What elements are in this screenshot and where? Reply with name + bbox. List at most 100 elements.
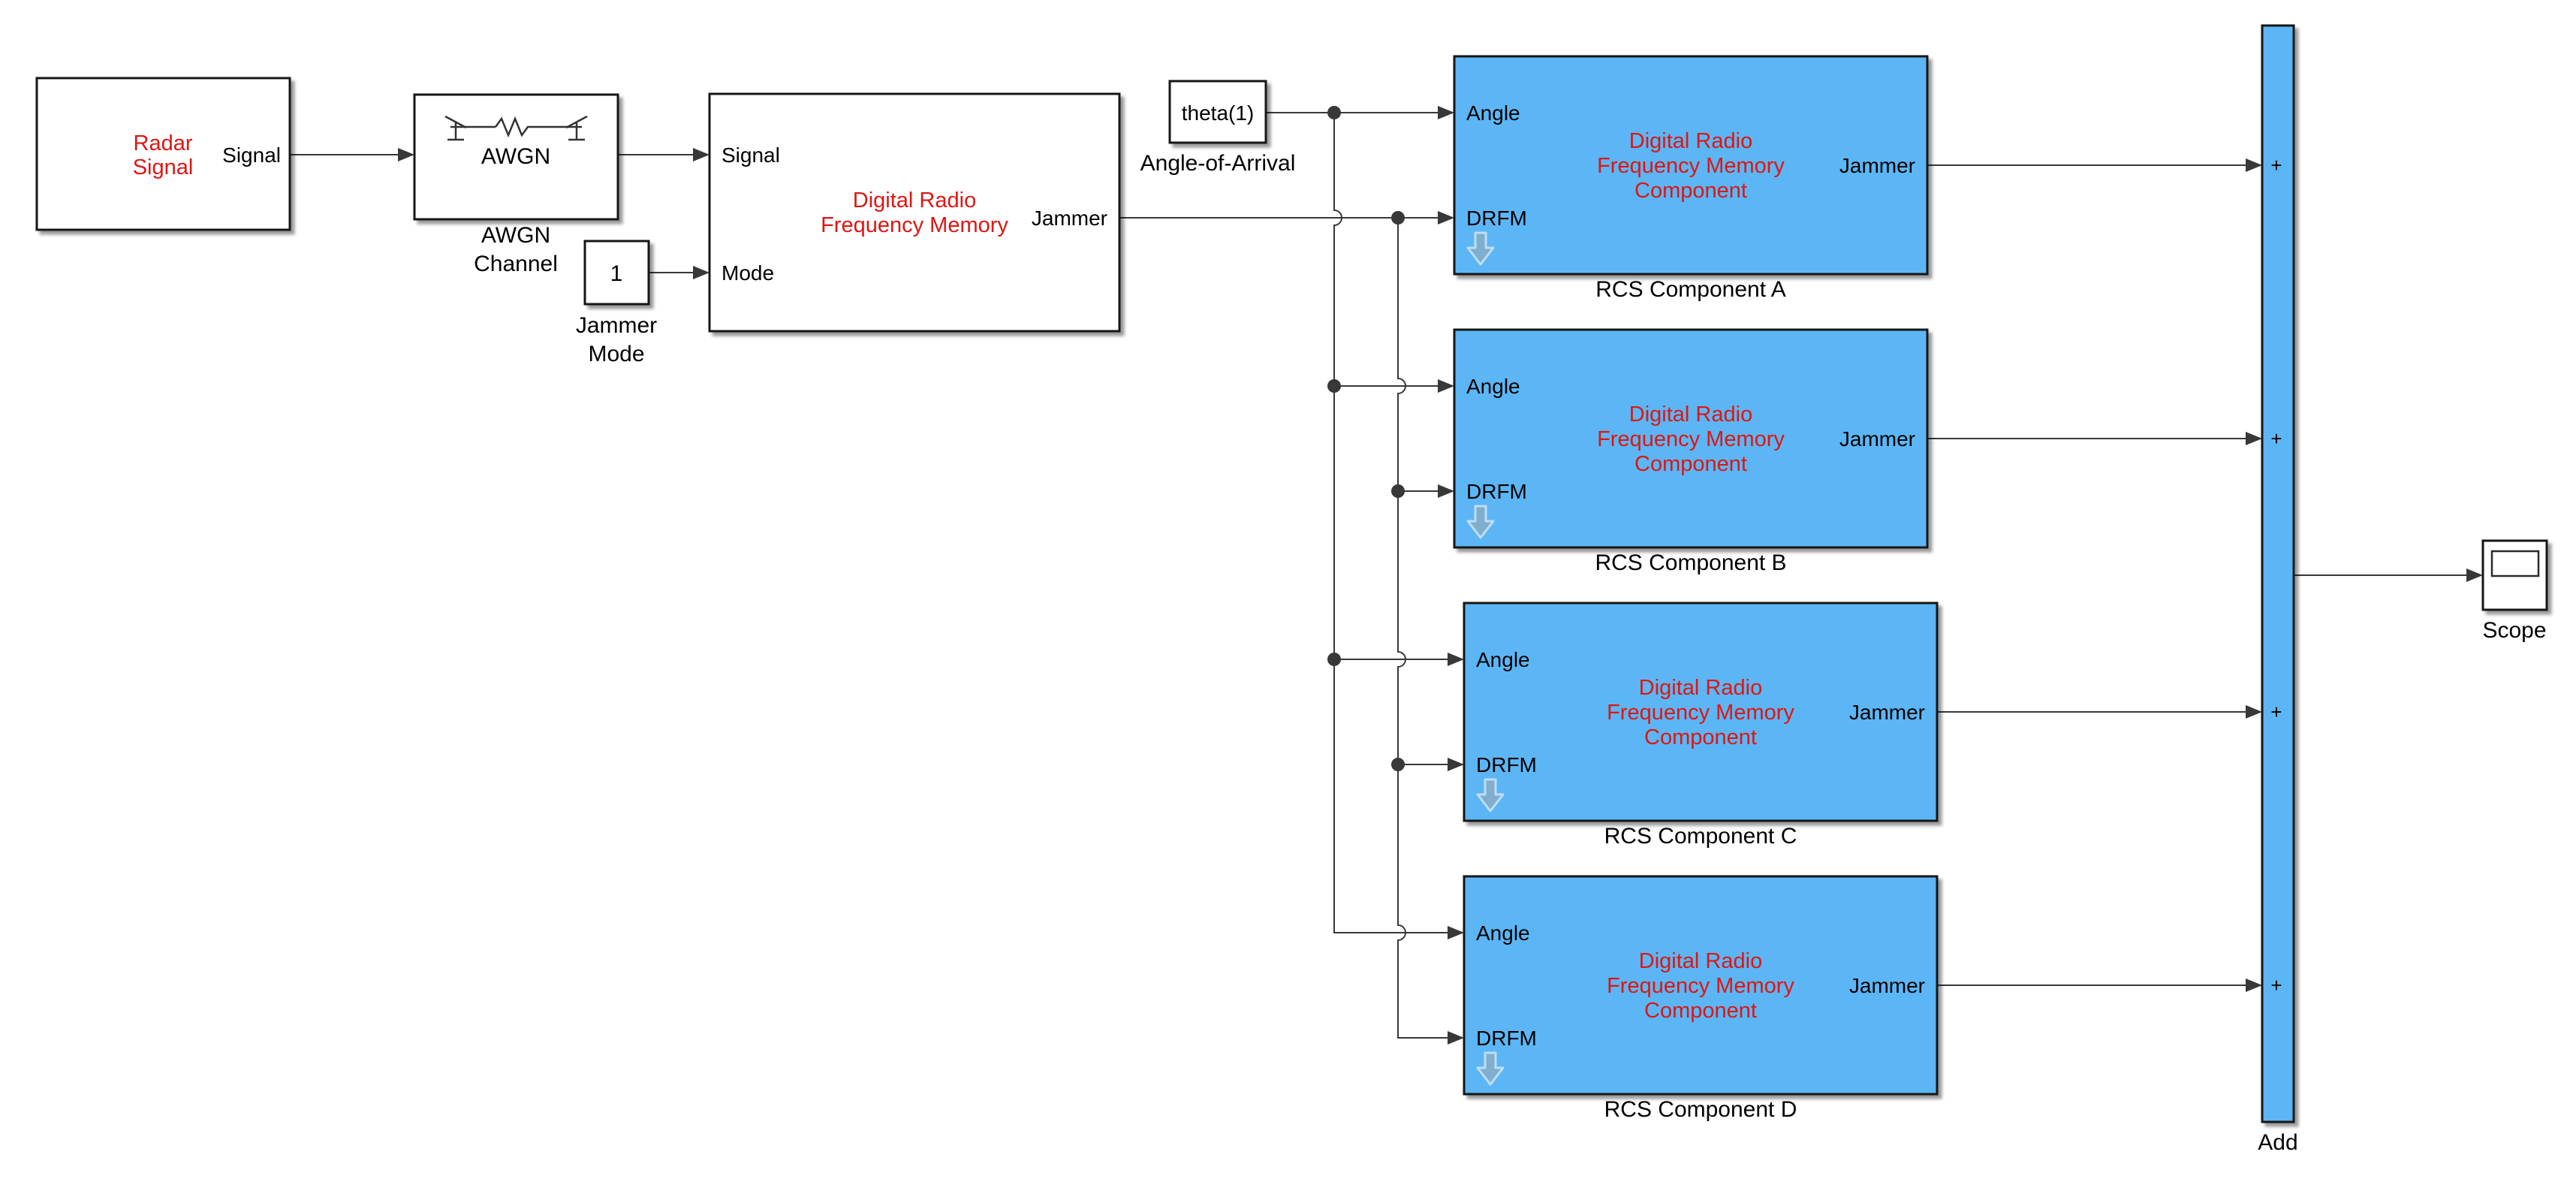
drfm-input-port-signal: Signal [722,143,780,167]
block-jammer-mode: 1 Jammer Mode [576,240,657,366]
rcs-c-title-line3: Component [1644,725,1757,749]
wire-arrowhead [2246,705,2262,719]
rcs-b-port-drfm: DRFM [1466,480,1527,503]
awgn-body[interactable] [413,93,619,221]
wire-arrowhead [1448,653,1464,666]
rcs-b-title-line3: Component [1634,452,1747,476]
wire-junction-dot [1391,484,1405,498]
drfm-title-line1: Digital Radio [853,188,976,213]
rcs-a-title: Digital Radio Frequency Memory Component [1597,129,1785,203]
rcs-c-title-line2: Frequency Memory [1607,701,1794,725]
rcs-b-title-line2: Frequency Memory [1597,427,1785,451]
rcs-a-port-drfm: DRFM [1466,207,1527,230]
wire-junction-dot [1391,758,1405,771]
open-subsystem-arrow-icon[interactable] [1476,778,1505,813]
wire-arrowhead [1438,379,1454,393]
block-rcs-component-d: Angle DRFM Jammer Digital Radio Frequenc… [1463,875,1939,1122]
rcs-b-title-line1: Digital Radio [1629,403,1752,427]
rcs-c-title: Digital Radio Frequency Memory Component [1607,676,1794,749]
awgn-channel-icon [444,115,588,141]
wire-arrowhead [693,266,710,279]
jammer-mode-label-line2[interactable]: Mode [588,342,644,366]
wire-arrowhead [1438,211,1454,225]
rcs-d-port-jammer: Jammer [1849,974,1925,997]
block-scope: Scope [2481,539,2548,643]
rcs-d-title-line2: Frequency Memory [1607,974,1794,998]
awgn-label-line2[interactable]: Channel [474,252,558,276]
add-plus-sign-2: + [2270,427,2282,450]
radar-signal-body[interactable] [35,77,291,231]
drfm-body[interactable] [708,92,1121,333]
wire-arrowhead [693,148,710,161]
wire-arrowhead [1448,1031,1464,1045]
wire-arrowhead [1438,106,1454,119]
add-label[interactable]: Add [2258,1130,2297,1155]
add-body[interactable] [2261,24,2295,1123]
drfm-output-port-jammer: Jammer [1032,207,1107,230]
wire-arrowhead [2246,432,2262,445]
wire-junction-dot [1327,653,1341,666]
wire-junction-dot [1327,106,1341,119]
radar-title-line1: Radar [134,131,193,155]
rcs-a-title-line3: Component [1634,179,1747,203]
rcs-d-label[interactable]: RCS Component D [1604,1097,1797,1122]
block-radar-signal: Radar Signal Signal [35,77,291,231]
block-add: + + + + Add [2258,24,2298,1155]
angle-of-arrival-value: theta(1) [1182,101,1255,125]
wire-arrowheads [398,106,2483,1045]
block-drfm: Signal Mode Jammer Digital Radio Frequen… [708,92,1121,333]
open-subsystem-arrow-icon[interactable] [1466,505,1495,539]
add-plus-sign-1: + [2270,154,2282,176]
rcs-a-title-line1: Digital Radio [1629,129,1752,153]
jammer-mode-value: 1 [610,261,623,286]
radar-title-line2: Signal [133,155,194,179]
rcs-c-port-jammer: Jammer [1849,701,1925,724]
rcs-b-label[interactable]: RCS Component B [1595,550,1786,575]
block-angle-of-arrival: theta(1) Angle-of-Arrival [1140,80,1296,176]
rcs-a-body[interactable] [1453,55,1929,276]
open-subsystem-arrow-icon[interactable] [1466,231,1495,266]
scope-label[interactable]: Scope [2482,618,2546,643]
wire-arrowhead [1448,926,1464,939]
jammer-mode-body[interactable] [583,240,650,306]
wire-junctions [1327,106,1405,771]
block-awgn-channel: AWGN AWGN Channel [413,93,619,276]
rcs-b-body[interactable] [1453,328,1929,549]
angle-of-arrival-body[interactable] [1168,80,1267,144]
rcs-b-port-angle: Angle [1466,375,1520,398]
jammer-mode-label-line1[interactable]: Jammer [576,313,657,338]
wire-arrowhead [2246,978,2262,992]
scope-screen-icon [2490,550,2540,577]
rcs-c-title-line1: Digital Radio [1639,676,1762,700]
open-subsystem-arrow-icon[interactable] [1476,1051,1505,1086]
rcs-c-port-drfm: DRFM [1476,753,1537,776]
angle-of-arrival-label[interactable]: Angle-of-Arrival [1140,151,1296,176]
rcs-a-port-angle: Angle [1466,101,1520,125]
wire-arrowhead [398,148,414,161]
drfm-input-port-mode: Mode [722,261,774,285]
block-rcs-component-a: Angle DRFM Jammer Digital Radio Frequenc… [1453,55,1929,302]
wire-angle-trunk-to-rcsD[interactable] [1333,113,1448,933]
radar-title: Radar Signal [133,131,194,179]
radar-output-port-label: Signal [222,143,281,167]
rcs-c-port-angle: Angle [1476,648,1530,671]
rcs-d-body[interactable] [1463,875,1939,1096]
wire-arrowhead [2466,568,2483,582]
rcs-d-title-line1: Digital Radio [1639,949,1762,973]
rcs-c-label[interactable]: RCS Component C [1604,824,1797,849]
add-plus-sign-4: + [2270,974,2282,997]
wire-junction-dot [1327,379,1341,393]
wire-drfm-trunk-to-rcsD[interactable] [1397,218,1448,1039]
rcs-d-title: Digital Radio Frequency Memory Component [1607,949,1794,1023]
wire-junction-dot [1391,211,1405,225]
rcs-b-port-jammer: Jammer [1839,427,1915,451]
block-rcs-component-c: Angle DRFM Jammer Digital Radio Frequenc… [1463,602,1939,849]
awgn-label-line1[interactable]: AWGN [481,223,550,248]
drfm-title: Digital Radio Frequency Memory [821,188,1008,237]
rcs-a-label[interactable]: RCS Component A [1595,277,1785,302]
rcs-d-title-line3: Component [1644,999,1757,1023]
rcs-c-body[interactable] [1463,602,1939,822]
awgn-block-text: AWGN [481,144,550,169]
